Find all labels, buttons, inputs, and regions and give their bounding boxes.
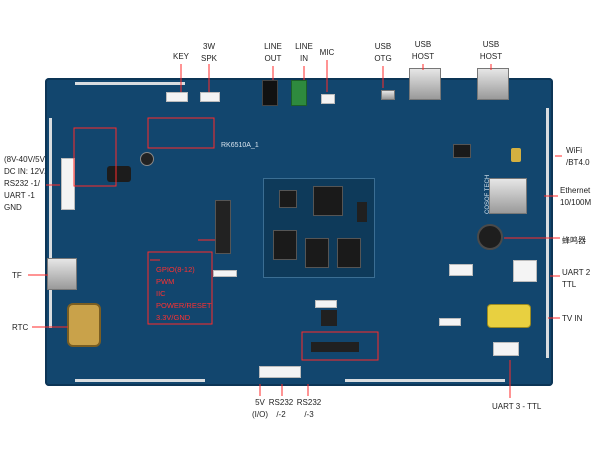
ethernet-port	[489, 178, 527, 214]
line-out-label-1: LINE	[264, 42, 282, 51]
rtc-label: RTC	[12, 323, 29, 332]
bottom-serial-connector	[259, 366, 301, 378]
mic-label: MIC	[319, 48, 335, 57]
power-label-1: (8V-40V/5V)	[4, 155, 48, 164]
uart-1-label: UART -1	[4, 191, 35, 200]
eth-phy-chip	[453, 144, 471, 158]
tf-card-slot	[47, 258, 77, 290]
bottom-connector-3	[439, 318, 461, 326]
wifi-label-2: /BT4.0	[566, 158, 590, 167]
gpio-callout-line2: PWM	[156, 277, 175, 286]
soc-chip	[313, 186, 343, 216]
ethernet-label-2: 10/100M	[560, 198, 592, 207]
line-in-jack	[291, 80, 307, 106]
ram-chip-2	[305, 238, 329, 268]
power-label-2: DC IN: 12V/5V	[4, 167, 57, 176]
pcb-board: RK6510A_1 COSOF TECH	[45, 68, 553, 386]
pcb-bottom-rail	[75, 379, 205, 382]
usb-host-1-label-2: HOST	[411, 52, 435, 61]
usb-otg-label-1: USB	[374, 42, 392, 51]
pcb-left-rail	[49, 118, 52, 328]
pcb-right-rail	[546, 108, 549, 358]
line-in-label-2: IN	[300, 54, 308, 63]
usb-host-2-label-1: USB	[482, 40, 500, 49]
buzzer-label: 蜂鸣器	[562, 236, 586, 245]
gpio-callout-line1: GPIO(8-12)	[156, 265, 195, 274]
bottom-connector-2	[315, 300, 337, 308]
buzzer	[477, 224, 503, 250]
ram-chip-3	[337, 238, 361, 268]
uart-2-connector	[513, 260, 537, 282]
line-out-label-2: OUT	[264, 54, 282, 63]
rs232-2-label-1: RS232	[268, 398, 294, 407]
rtc-battery	[67, 303, 101, 347]
bottom-ic	[321, 310, 337, 326]
rs232-1-label: RS232 -1/	[4, 179, 41, 188]
usb-otg-label-2: OTG	[374, 54, 392, 63]
dip-switch	[311, 342, 359, 352]
wifi-antenna-connector	[511, 148, 521, 162]
led-connector-2	[449, 264, 473, 276]
capacitor	[140, 152, 154, 166]
uart-3-connector	[493, 342, 519, 356]
flash-chip	[357, 202, 367, 222]
usb-host-2-port	[477, 68, 509, 100]
gpio-fpc-connector	[213, 270, 237, 277]
rs232-3-label-1: RS232	[296, 398, 322, 407]
uart-2-label-2: TTL	[562, 280, 577, 289]
speaker-label: SPK	[200, 54, 217, 63]
speaker-connector	[200, 92, 220, 102]
bottom-5v-label-2: (I/O)	[252, 410, 268, 419]
ethernet-label-1: Ethernet	[560, 186, 591, 195]
usb-host-1-label-1: USB	[414, 40, 432, 49]
rs232-3-label-2: /-3	[304, 410, 314, 419]
gpio-header	[215, 200, 231, 254]
usb-host-2-label-2: HOST	[479, 52, 503, 61]
pcb-top-rail	[75, 82, 185, 85]
line-in-label-1: LINE	[295, 42, 313, 51]
key-label: KEY	[172, 52, 189, 61]
gnd-label: GND	[4, 203, 22, 212]
board-silkscreen: RK6510A_1	[221, 142, 259, 149]
gpio-callout-line5: 3.3V/GND	[156, 313, 191, 322]
usb-host-1-port	[409, 68, 441, 100]
tv-in-label: TV IN	[562, 314, 583, 323]
uart-2-label-1: UART 2	[562, 268, 591, 277]
key-connector	[166, 92, 188, 102]
wifi-label-1: WiFi	[566, 146, 582, 155]
uart-3-label: UART 3 - TTL	[492, 402, 542, 411]
inductor	[107, 166, 131, 182]
bottom-5v-label-1: 5V	[255, 398, 265, 407]
tf-label: TF	[12, 271, 22, 280]
gpio-callout-line4: POWER/RESET	[156, 301, 212, 310]
speaker-watt-label: 3W	[203, 42, 215, 51]
usb-otg-port	[381, 90, 395, 100]
pmic-chip	[279, 190, 297, 208]
tv-in-rca	[487, 304, 531, 328]
rs232-2-label-2: /-2	[276, 410, 286, 419]
mic-connector	[321, 94, 335, 104]
gpio-callout-line3: IIC	[156, 289, 166, 298]
line-out-jack	[262, 80, 278, 106]
pcb-bottom-rail-2	[345, 379, 505, 382]
ram-chip-1	[273, 230, 297, 260]
